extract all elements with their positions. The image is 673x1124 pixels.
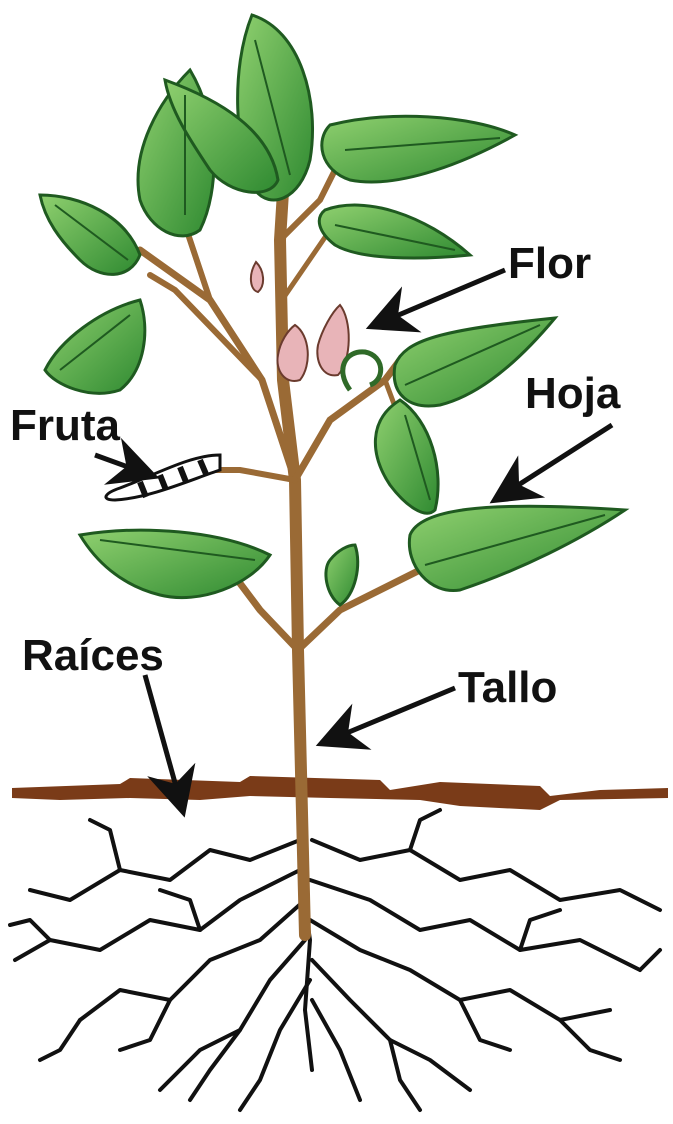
arrow-flor [375, 270, 505, 325]
soil-line [12, 776, 668, 810]
leaf-mid-right [319, 205, 470, 258]
flower-bud-3 [251, 262, 263, 292]
flowers [251, 262, 349, 381]
arrow-hoja [498, 425, 612, 498]
label-fruta: Fruta [10, 404, 120, 448]
label-hoja: Hoja [525, 372, 620, 416]
leaf-left-upper [40, 195, 140, 274]
leaf-left-mid [45, 300, 145, 393]
tendril [343, 352, 381, 390]
roots [10, 800, 660, 1110]
leaves [40, 15, 625, 605]
label-tallo: Tallo [458, 666, 557, 710]
fruit [106, 455, 220, 500]
leaf-small-bud [326, 545, 358, 605]
label-raices: Raíces [22, 634, 164, 678]
arrow-tallo [325, 688, 455, 742]
label-flor: Flor [508, 242, 591, 286]
arrow-fruta [95, 455, 150, 475]
